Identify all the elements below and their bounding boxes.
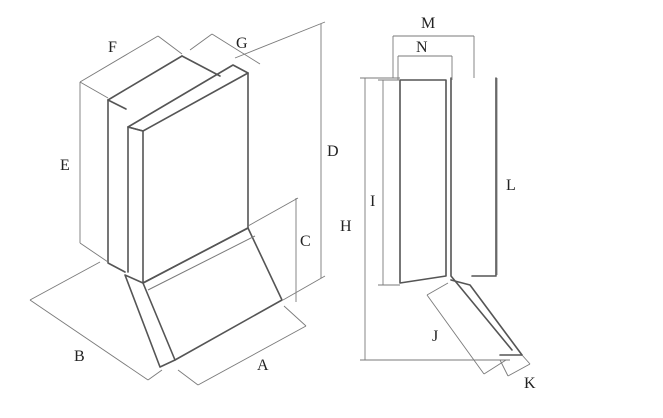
- front-panel: [127, 64, 249, 284]
- back-panel-edge: [107, 99, 126, 273]
- label-E: E: [60, 157, 70, 174]
- dim-A-ext: [177, 369, 199, 386]
- dim-C-ext: [247, 197, 299, 227]
- dim-D-bottom-ext: [282, 275, 326, 301]
- back-top-edge: [107, 55, 183, 101]
- label-I: I: [370, 193, 375, 210]
- dim-F-ext: [79, 81, 109, 99]
- dim-K-line: [507, 363, 531, 377]
- section-view: M N H I L J K: [340, 15, 536, 392]
- label-B: B: [74, 348, 85, 365]
- dim-A-ext2: [283, 305, 307, 327]
- dim-G-ext: [189, 33, 213, 51]
- dim-B-line: [29, 299, 149, 381]
- front-panel-top: [127, 72, 249, 132]
- chute-fold-line: [147, 235, 256, 291]
- dim-E-ext: [79, 242, 109, 263]
- chute-inner-edge: [142, 282, 176, 361]
- dim-D-top-ext: [234, 21, 326, 59]
- dim-K-ext-left: [499, 359, 509, 377]
- outer-wall-inner: [450, 77, 513, 351]
- dim-B-ext2: [147, 369, 163, 381]
- label-C: C: [300, 233, 311, 250]
- isometric-view: F G E D C B A: [29, 21, 339, 386]
- dim-G-line: [211, 33, 261, 65]
- label-L: L: [506, 177, 516, 194]
- dim-K-ext-right: [521, 354, 531, 365]
- dim-B-ext: [29, 261, 101, 301]
- chute-section-outer: [450, 279, 523, 356]
- label-A: A: [257, 357, 269, 374]
- label-J: J: [432, 328, 438, 345]
- label-D: D: [327, 143, 339, 160]
- label-G: G: [236, 35, 248, 52]
- dim-F-ext2: [157, 35, 183, 55]
- label-K: K: [524, 375, 536, 392]
- inner-panel-section: [399, 79, 447, 284]
- label-N: N: [416, 39, 428, 56]
- label-F: F: [108, 39, 117, 56]
- back-top-right-edge: [181, 55, 221, 77]
- dim-J-ext-bottom: [483, 359, 507, 375]
- dim-J-ext-top: [426, 282, 449, 296]
- dim-A-line: [197, 325, 307, 386]
- label-M: M: [421, 15, 435, 32]
- dim-F-line: [79, 35, 159, 83]
- label-H: H: [340, 218, 352, 235]
- back-top-short-edge: [107, 99, 127, 110]
- dim-J-line: [426, 294, 485, 375]
